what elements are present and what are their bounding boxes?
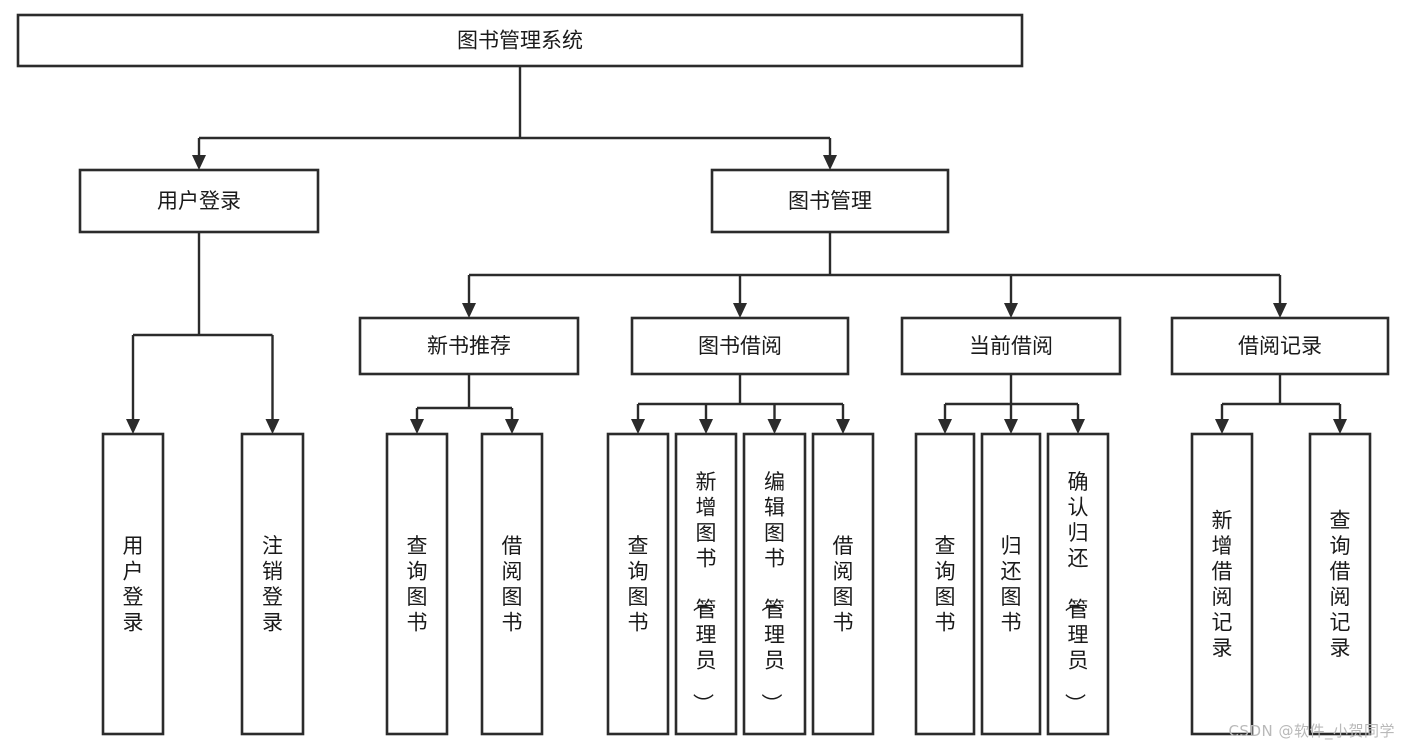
node-box[interactable] [240,432,305,736]
node-leaf-user-login[interactable]: 用户登录 [101,432,165,736]
arrow-head-new_book_rec [462,303,476,318]
node-borrow-record[interactable]: 借阅记录 [1170,316,1390,376]
arrow-head-book_borrow [733,303,747,318]
node-box[interactable] [16,13,1024,68]
node-label: 图书管理系统 [457,29,583,53]
node-box[interactable] [1046,432,1110,736]
connector-book_borrow [631,374,850,434]
node-leaf-logout[interactable]: 注销登录 [240,432,305,736]
node-label: 编辑图书（管理员） [759,470,785,714]
arrow-head-leaf_query_book_3 [938,419,952,434]
node-box[interactable] [742,432,807,736]
node-box[interactable] [606,432,670,736]
node-label: 新增借阅记录 [1212,508,1233,660]
node-label: 查询借阅记录 [1330,508,1351,660]
node-box[interactable] [674,432,738,736]
connector-book_manage [462,232,1287,318]
node-box[interactable] [914,432,976,736]
arrow-head-leaf_borrow_book_1 [505,419,519,434]
arrow-head-leaf_user_login [126,419,140,434]
node-book-manage[interactable]: 图书管理 [710,168,950,234]
node-box[interactable] [630,316,850,376]
node-leaf-return-book[interactable]: 归还图书 [980,432,1042,736]
node-label: 借阅图书 [502,534,523,635]
node-label: 查询图书 [935,534,956,635]
node-leaf-add-record[interactable]: 新增借阅记录 [1190,432,1254,736]
node-box[interactable] [101,432,165,736]
node-label: 新书推荐 [427,334,511,358]
arrow-head-leaf_add_book [699,419,713,434]
node-box[interactable] [358,316,580,376]
connector-borrow_record [1215,374,1347,434]
node-current-borrow[interactable]: 当前借阅 [900,316,1122,376]
node-box[interactable] [811,432,875,736]
arrow-head-leaf_query_book_2 [631,419,645,434]
arrow-head-leaf_borrow_book_2 [836,419,850,434]
node-leaf-add-book[interactable]: 新增图书（管理员） [674,432,738,736]
node-box[interactable] [78,168,320,234]
node-leaf-borrow-book-2[interactable]: 借阅图书 [811,432,875,736]
node-leaf-borrow-book-1[interactable]: 借阅图书 [480,432,544,736]
node-leaf-query-book-1[interactable]: 查询图书 [385,432,449,736]
arrow-head-current_borrow [1004,303,1018,318]
arrow-head-book_manage [823,155,837,170]
node-root[interactable]: 图书管理系统 [16,13,1024,68]
node-label: 当前借阅 [969,334,1053,358]
node-label: 查询图书 [628,534,649,635]
node-leaf-query-record[interactable]: 查询借阅记录 [1308,432,1372,736]
node-label: 借阅图书 [833,534,854,635]
arrow-head-leaf_edit_book [767,419,782,434]
node-label: 归还图书 [1001,534,1022,635]
node-box[interactable] [1170,316,1390,376]
node-leaf-query-book-3[interactable]: 查询图书 [914,432,976,736]
node-box[interactable] [480,432,544,736]
node-label: 借阅记录 [1238,334,1322,358]
node-label: 图书借阅 [698,334,782,358]
arrow-head-leaf_confirm_return [1071,419,1085,434]
arrow-head-leaf_query_book_1 [410,419,424,434]
node-box[interactable] [710,168,950,234]
node-label: 用户登录 [157,189,241,213]
arrow-head-user_login [192,155,206,170]
node-book-borrow[interactable]: 图书借阅 [630,316,850,376]
arrow-head-leaf_add_record [1215,419,1229,434]
node-box[interactable] [980,432,1042,736]
node-box[interactable] [900,316,1122,376]
node-label: 新增图书（管理员） [691,470,717,714]
arrow-head-borrow_record [1273,303,1287,318]
node-label: 用户登录 [123,534,144,635]
connector-new_book_rec [410,374,519,434]
connector-user_login [126,232,280,434]
node-label: 查询图书 [407,534,428,635]
arrow-head-leaf_logout [265,419,280,434]
connector-current_borrow [938,374,1085,434]
node-user-login[interactable]: 用户登录 [78,168,320,234]
node-box[interactable] [1308,432,1372,736]
node-leaf-confirm-return[interactable]: 确认归还（管理员） [1046,432,1110,736]
node-label: 确认归还（管理员） [1063,470,1089,714]
node-layer: 图书管理系统用户登录图书管理新书推荐图书借阅当前借阅借阅记录用户登录注销登录查询… [16,13,1390,736]
node-leaf-query-book-2[interactable]: 查询图书 [606,432,670,736]
node-box[interactable] [1190,432,1254,736]
arrow-head-leaf_query_record [1333,419,1347,434]
arrow-head-leaf_return_book [1004,419,1018,434]
connector-layer [126,66,1347,434]
node-new-book-rec[interactable]: 新书推荐 [358,316,580,376]
node-box[interactable] [385,432,449,736]
node-label: 图书管理 [788,189,872,213]
node-leaf-edit-book[interactable]: 编辑图书（管理员） [742,432,807,736]
connector-root [192,66,837,170]
node-label: 注销登录 [262,534,283,635]
